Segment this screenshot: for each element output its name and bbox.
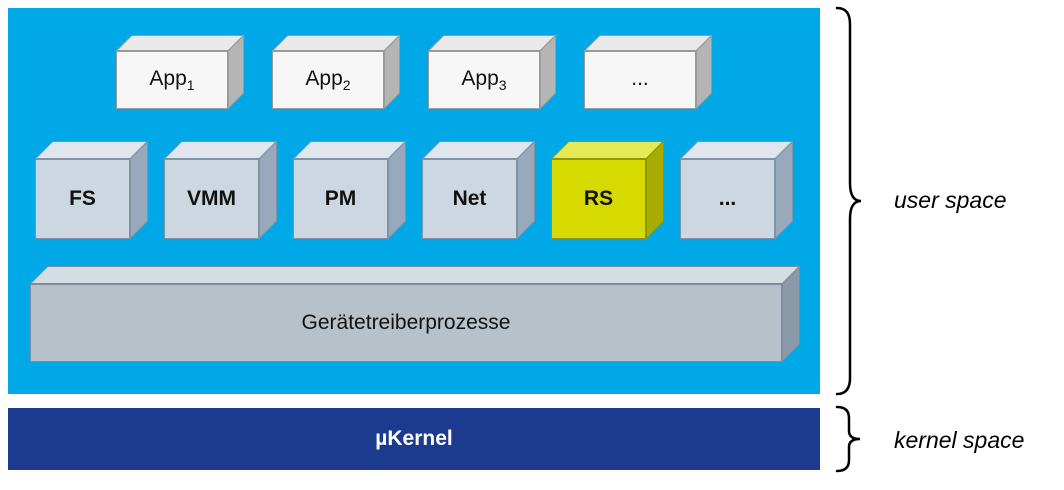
user-space-panel: App1 App2 App3 ... xyxy=(8,8,820,394)
app-box-3-label: App3 xyxy=(461,66,507,94)
app-box-2-top-face xyxy=(272,35,400,51)
service-box-net-front-face: Net xyxy=(422,159,517,239)
service-box-pm-right-face xyxy=(388,141,406,239)
app-box-1-front-face: App1 xyxy=(116,51,228,109)
service-box-pm: PM xyxy=(293,141,406,239)
app-box-2: App2 xyxy=(272,35,400,109)
kernel-space-label: kernel space xyxy=(894,427,1025,453)
services-row: FS VMM PM Net RS xyxy=(8,141,820,239)
service-box-net-label: Net xyxy=(452,187,487,210)
microkernel-bar: µKernel xyxy=(8,408,820,470)
service-box-net-right-face xyxy=(517,141,535,239)
service-box-ellipsis-label: ... xyxy=(718,187,737,210)
driver-processes-bar-top-face xyxy=(30,266,800,284)
app-box-3-top-face xyxy=(428,35,556,51)
service-box-ellipsis-front-face: ... xyxy=(680,159,775,239)
service-box-rs-label: RS xyxy=(583,187,614,210)
service-box-vmm: VMM xyxy=(164,141,277,239)
app-box-1-top-face xyxy=(116,35,244,51)
app-box-1: App1 xyxy=(116,35,244,109)
service-box-pm-label: PM xyxy=(324,187,357,210)
service-box-vmm-front-face: VMM xyxy=(164,159,259,239)
service-box-pm-front-face: PM xyxy=(293,159,388,239)
driver-processes-bar-front-face: Gerätetreiberprozesse xyxy=(30,284,782,362)
app-box-2-label: App2 xyxy=(305,66,351,94)
driver-processes-bar: Gerätetreiberprozesse xyxy=(30,266,800,362)
driver-processes-bar-label: Gerätetreiberprozesse xyxy=(301,311,511,334)
app-box-3: App3 xyxy=(428,35,556,109)
service-box-fs-front-face: FS xyxy=(35,159,130,239)
kernel-space-brace xyxy=(834,405,864,473)
app-box-ellipsis-label: ... xyxy=(631,66,649,90)
service-box-ellipsis: ... xyxy=(680,141,793,239)
service-box-rs-front-face: RS xyxy=(551,159,646,239)
user-space-label: user space xyxy=(894,187,1007,213)
app-box-ellipsis-top-face xyxy=(584,35,712,51)
service-box-vmm-right-face xyxy=(259,141,277,239)
service-box-fs: FS xyxy=(35,141,148,239)
service-box-fs-right-face xyxy=(130,141,148,239)
app-box-ellipsis-front-face: ... xyxy=(584,51,696,109)
service-box-rs: RS xyxy=(551,141,664,239)
app-box-2-front-face: App2 xyxy=(272,51,384,109)
app-box-1-label: App1 xyxy=(149,66,195,94)
app-box-ellipsis: ... xyxy=(584,35,712,109)
driver-processes-bar-right-face xyxy=(782,266,800,362)
service-box-ellipsis-right-face xyxy=(775,141,793,239)
service-box-net: Net xyxy=(422,141,535,239)
apps-row: App1 App2 App3 ... xyxy=(8,35,820,109)
user-space-brace xyxy=(834,6,864,396)
microkernel-label: µKernel xyxy=(375,427,453,450)
service-box-rs-right-face xyxy=(646,141,664,239)
service-box-vmm-label: VMM xyxy=(187,187,236,210)
service-box-fs-label: FS xyxy=(69,187,96,210)
app-box-3-front-face: App3 xyxy=(428,51,540,109)
